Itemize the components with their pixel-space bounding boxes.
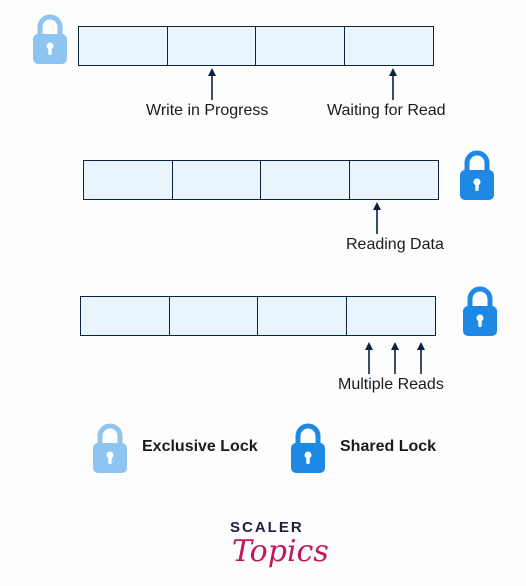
shared-lock-icon xyxy=(462,285,498,337)
buffer-row-2 xyxy=(83,160,439,200)
arrow-up-icon xyxy=(390,342,400,374)
buffer-row-3 xyxy=(80,296,436,336)
buffer-cell xyxy=(80,296,170,336)
legend-shared-lock: Shared Lock xyxy=(340,438,437,455)
buffer-cell xyxy=(348,160,439,200)
buffer-cell xyxy=(171,160,262,200)
legend-exclusive-lock: Exclusive Lock xyxy=(142,438,258,455)
brand-logo-top: SCALER xyxy=(230,519,304,536)
exclusive-lock-legend-icon xyxy=(92,422,128,474)
buffer-cell xyxy=(257,296,347,336)
buffer-row-1 xyxy=(78,26,434,66)
label-multiple-reads: Multiple Reads xyxy=(338,376,444,393)
buffer-cell xyxy=(166,26,257,66)
shared-lock-legend-icon xyxy=(290,422,326,474)
brand-logo-script: Topics xyxy=(232,534,329,569)
buffer-cell xyxy=(345,296,436,336)
buffer-cell xyxy=(343,26,434,66)
arrow-up-icon xyxy=(364,342,374,374)
arrow-up-icon xyxy=(416,342,426,374)
arrow-up-icon xyxy=(388,68,398,100)
arrow-up-icon xyxy=(207,68,217,100)
buffer-cell xyxy=(83,160,173,200)
label-reading-data: Reading Data xyxy=(346,236,444,253)
exclusive-lock-icon xyxy=(32,13,68,65)
buffer-cell xyxy=(260,160,350,200)
buffer-cell xyxy=(168,296,259,336)
label-write-in-progress: Write in Progress xyxy=(146,102,269,119)
buffer-cell xyxy=(78,26,168,66)
arrow-up-icon xyxy=(372,202,382,234)
label-waiting-for-read: Waiting for Read xyxy=(327,102,446,119)
buffer-cell xyxy=(255,26,345,66)
shared-lock-icon xyxy=(459,149,495,201)
